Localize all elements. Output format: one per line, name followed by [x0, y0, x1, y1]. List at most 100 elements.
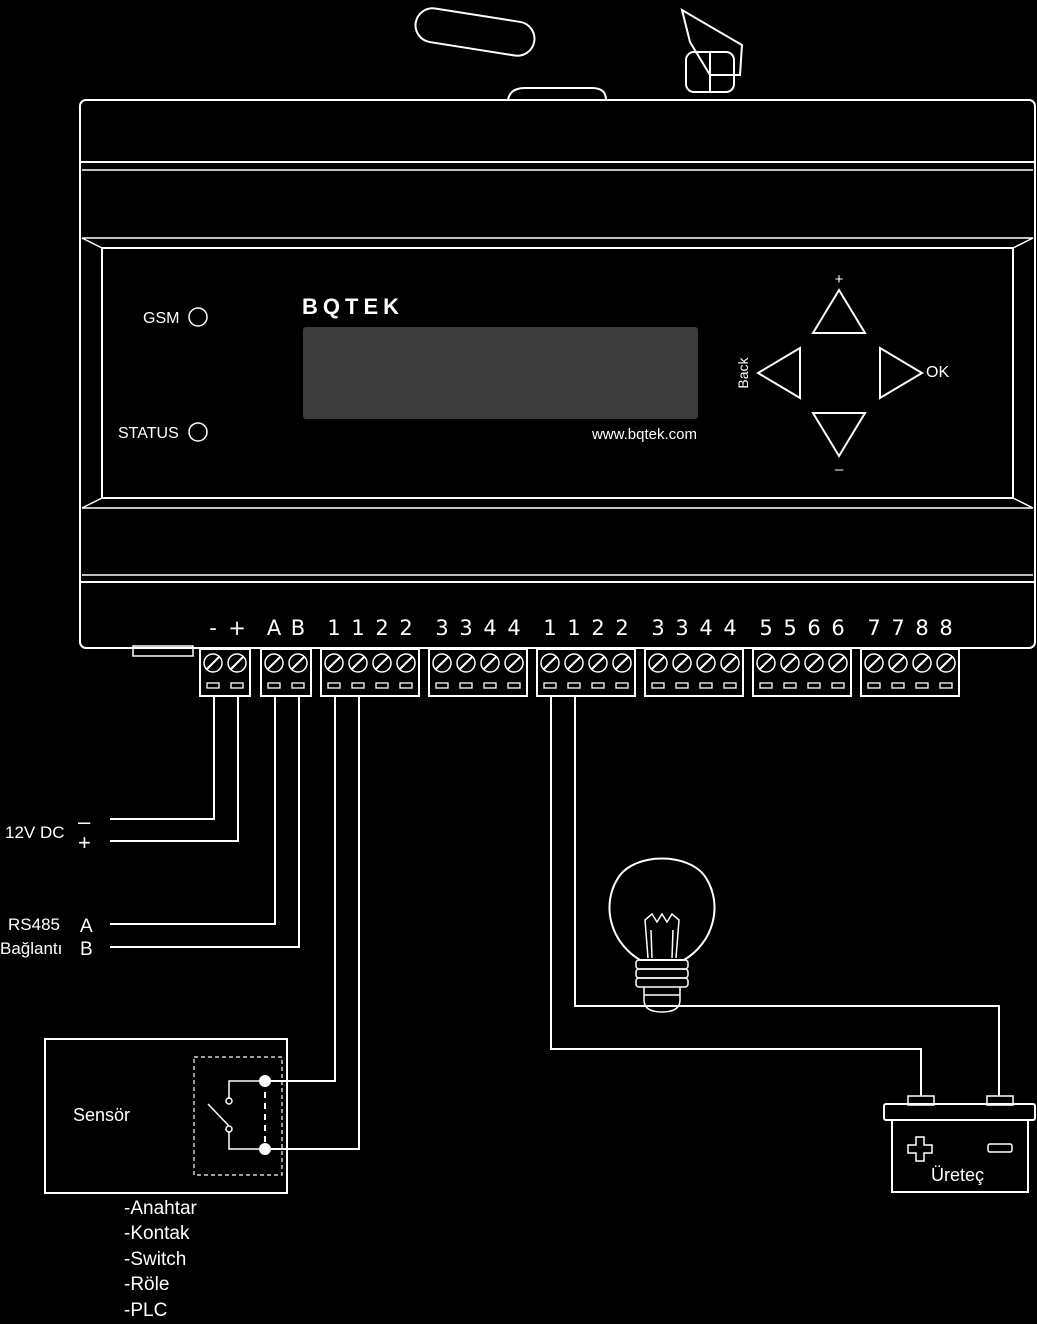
terminal-label: 1	[351, 616, 364, 640]
terminal-screw[interactable]	[264, 653, 284, 673]
terminal-label: -	[209, 616, 217, 640]
power-plus-symbol: +	[78, 830, 91, 855]
terminal-label: 7	[891, 616, 904, 640]
terminal-screw[interactable]	[888, 653, 908, 673]
terminal-label: +	[228, 616, 246, 640]
terminal-label: 3	[459, 616, 472, 640]
gsm-led	[188, 307, 208, 327]
up-arrow-button[interactable]	[811, 288, 867, 334]
terminal-screw[interactable]	[672, 653, 692, 673]
sensor-type-role: -Röle	[124, 1274, 169, 1295]
terminal-block	[860, 648, 960, 697]
terminal-label: 7	[867, 616, 880, 640]
terminal-label: 4	[507, 616, 520, 640]
terminal-label: A	[267, 616, 282, 640]
sensor-type-kontak: -Kontak	[124, 1223, 190, 1244]
rs485-wiring	[110, 696, 300, 948]
terminal-screw[interactable]	[756, 653, 776, 673]
terminal-label: 6	[807, 616, 820, 640]
terminal-label: 1	[543, 616, 556, 640]
status-label: STATUS	[118, 425, 179, 442]
ok-button-label: OK	[926, 364, 949, 381]
gsm-label: GSM	[143, 310, 179, 327]
terminal-screw[interactable]	[396, 653, 416, 673]
terminal-label: 4	[483, 616, 496, 640]
sensor-label: Sensör	[73, 1105, 130, 1125]
lcd-display	[303, 327, 698, 419]
terminal-block	[536, 648, 636, 697]
power-wiring	[110, 696, 239, 842]
terminal-screw[interactable]	[564, 653, 584, 673]
terminal-label: 8	[915, 616, 928, 640]
rs485-label: RS485	[8, 915, 60, 934]
terminal-screw[interactable]	[456, 653, 476, 673]
light-bulb-icon	[608, 857, 716, 1013]
terminal-block	[320, 648, 420, 697]
terminal-screw[interactable]	[612, 653, 632, 673]
terminal-label: 4	[723, 616, 736, 640]
antenna-icon	[414, 7, 744, 93]
terminal-screw[interactable]	[324, 653, 344, 673]
down-arrow-button[interactable]	[811, 412, 867, 458]
terminal-block	[199, 648, 251, 697]
terminal-screw[interactable]	[720, 653, 740, 673]
power-label: 12V DC	[5, 823, 65, 842]
rs485-b-label: B	[80, 939, 93, 960]
power-minus-symbol: –	[78, 809, 91, 834]
down-button-label: –	[835, 461, 844, 478]
terminal-label: 8	[939, 616, 952, 640]
sensor-type-switch: -Switch	[124, 1249, 186, 1270]
terminal-screw[interactable]	[480, 653, 500, 673]
battery-icon	[883, 1095, 1036, 1193]
terminal-screw[interactable]	[227, 653, 247, 673]
battery-label: Üreteç	[931, 1165, 984, 1185]
terminal-screw[interactable]	[540, 653, 560, 673]
terminal-label: 3	[435, 616, 448, 640]
sensor-type-plc: -PLC	[124, 1300, 167, 1321]
terminal-screw[interactable]	[912, 653, 932, 673]
terminal-screw[interactable]	[804, 653, 824, 673]
terminal-label: 3	[651, 616, 664, 640]
terminal-label: 2	[615, 616, 628, 640]
terminal-label: 5	[759, 616, 772, 640]
terminal-screw[interactable]	[588, 653, 608, 673]
terminal-block	[260, 648, 312, 697]
terminal-label: 2	[375, 616, 388, 640]
terminal-block	[428, 648, 528, 697]
terminal-screw[interactable]	[828, 653, 848, 673]
terminal-label: 2	[591, 616, 604, 640]
terminal-label: 6	[831, 616, 844, 640]
terminal-screw[interactable]	[504, 653, 524, 673]
terminal-label: 2	[399, 616, 412, 640]
terminal-label: 4	[699, 616, 712, 640]
rs485-a-label: A	[80, 916, 93, 937]
sensor-type-anahtar: -Anahtar	[124, 1198, 198, 1219]
sensor-box	[44, 696, 360, 1194]
terminal-screw[interactable]	[372, 653, 392, 673]
terminal-label: 1	[567, 616, 580, 640]
terminal-label: 5	[783, 616, 796, 640]
terminal-screw[interactable]	[648, 653, 668, 673]
website-label: www.bqtek.com	[591, 426, 697, 443]
terminal-screw[interactable]	[864, 653, 884, 673]
status-led	[188, 422, 208, 442]
lamp-wiring	[550, 696, 1000, 1096]
terminal-screw[interactable]	[432, 653, 452, 673]
terminal-screw[interactable]	[203, 653, 223, 673]
terminal-screw[interactable]	[348, 653, 368, 673]
terminal-screw[interactable]	[936, 653, 956, 673]
back-button-label: Back	[735, 356, 751, 388]
terminal-label: 1	[327, 616, 340, 640]
terminal-label: B	[291, 616, 305, 640]
terminal-block	[752, 648, 852, 697]
brand-logo: BQTEK	[302, 294, 404, 319]
terminal-screw[interactable]	[288, 653, 308, 673]
ok-arrow-button[interactable]	[879, 346, 924, 400]
terminal-screw[interactable]	[696, 653, 716, 673]
rs485-label-2: Bağlantı	[0, 939, 62, 958]
up-button-label: +	[835, 271, 844, 288]
terminal-screw[interactable]	[780, 653, 800, 673]
terminal-label: 3	[675, 616, 688, 640]
back-arrow-button[interactable]	[756, 346, 801, 400]
